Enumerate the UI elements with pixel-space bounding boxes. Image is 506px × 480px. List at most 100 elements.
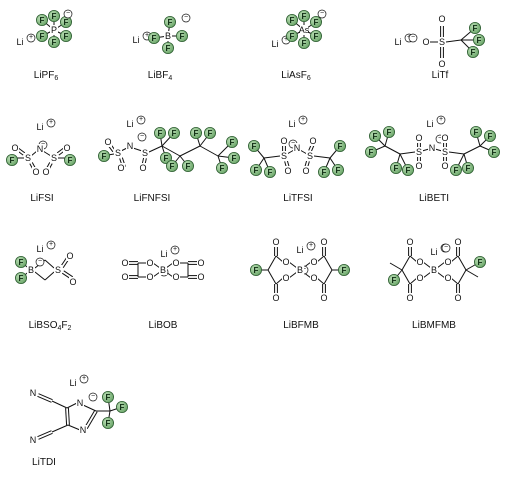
- oxygen-symbol: O: [406, 237, 413, 247]
- fluorine-symbol: F: [168, 18, 173, 27]
- atom-background: [79, 425, 87, 435]
- oxygen-symbol: O: [320, 237, 327, 247]
- fluorine-atom-ball: [247, 139, 260, 152]
- atom-background: [406, 237, 414, 247]
- negative-charge-symbol: −: [140, 133, 144, 140]
- fluorine-symbol: F: [474, 128, 479, 137]
- atom-background: [76, 398, 84, 408]
- atom-background: [24, 153, 32, 163]
- atom-background: [63, 143, 71, 153]
- positive-charge-symbol: +: [145, 32, 149, 39]
- fluorine-atom-ball: [153, 127, 166, 140]
- fluorine-atom-ball: [337, 263, 350, 276]
- bond-line: [422, 271, 432, 279]
- bond-line: [34, 271, 46, 281]
- bond-line: [450, 277, 459, 285]
- fluorine-symbol: F: [406, 166, 411, 175]
- fluorine-symbol: F: [208, 129, 213, 138]
- atom-background: [272, 293, 280, 303]
- fluorine-atom-ball: [263, 165, 276, 178]
- charge-ring: [35, 257, 45, 267]
- fluorine-symbol: F: [106, 419, 111, 428]
- sulfur-symbol: S: [55, 265, 61, 275]
- charge-ring: [88, 392, 98, 402]
- bond-line: [148, 145, 163, 153]
- bond-line: [313, 155, 331, 159]
- bond-line: [409, 277, 418, 285]
- oxygen-symbol: O: [42, 167, 49, 177]
- bond-line: [457, 269, 467, 285]
- fluorine-symbol: F: [170, 162, 175, 171]
- charge-ring: [170, 245, 180, 255]
- sulfur-symbol: S: [115, 148, 121, 158]
- bond-line: [165, 262, 174, 269]
- fluorine-atom-ball: [285, 29, 298, 42]
- bond-line: [384, 145, 401, 155]
- fluorine-symbol: F: [387, 128, 392, 137]
- oxygen-symbol: O: [121, 258, 128, 268]
- atom-background: [293, 143, 301, 153]
- bond-line: [463, 145, 481, 155]
- fluorine-atom-ball: [368, 129, 381, 142]
- sulfur-symbol: S: [142, 148, 148, 158]
- lithium-symbol: Li: [394, 37, 401, 47]
- fluorine-atom-ball: [60, 29, 73, 42]
- oxygen-symbol: O: [406, 293, 413, 303]
- fluorine-atom-ball: [181, 159, 194, 172]
- sulfur-symbol: S: [439, 37, 445, 47]
- fluorine-atom-ball: [98, 149, 111, 162]
- fluorine-atom-ball: [449, 163, 462, 176]
- atom-background: [69, 277, 77, 287]
- fluorine-atom-ball: [48, 9, 61, 22]
- bond-line: [457, 255, 467, 271]
- atom-background: [300, 25, 308, 35]
- fluorine-symbol: F: [268, 168, 273, 177]
- nitrogen-symbol: N: [294, 143, 301, 153]
- fluorine-symbol: F: [478, 258, 483, 267]
- charge-ring: [306, 241, 316, 251]
- oxygen-symbol: O: [454, 237, 461, 247]
- oxygen-symbol: O: [302, 166, 309, 176]
- bond-line: [199, 145, 219, 157]
- fluorine-atom-ball: [461, 161, 474, 174]
- lithium-symbol: Li: [36, 244, 43, 254]
- boron-symbol: B: [165, 31, 171, 41]
- oxygen-symbol: O: [284, 166, 291, 176]
- bond-line: [288, 271, 298, 279]
- oxygen-symbol: O: [139, 163, 146, 173]
- charge-ring: [441, 243, 451, 253]
- bond-line: [152, 262, 161, 269]
- compound-name-litfsi: LiTFSI: [283, 193, 312, 204]
- fluorine-atom-ball: [472, 34, 485, 47]
- charge-ring: [46, 240, 56, 250]
- atom-background: [146, 258, 154, 268]
- bond-line: [323, 255, 333, 271]
- lithium-symbol: Li: [426, 119, 433, 129]
- fluorine-symbol: F: [186, 162, 191, 171]
- fluorine-symbol: F: [254, 166, 259, 175]
- atom-background: [197, 272, 205, 282]
- atom-background: [141, 148, 149, 158]
- fluorine-atom-ball: [309, 15, 322, 28]
- oxygen-symbol: O: [309, 136, 316, 146]
- oxygen-symbol: O: [438, 14, 445, 24]
- atom-background: [280, 136, 288, 146]
- lithium-symbol: Li: [126, 119, 133, 129]
- fluorine-atom-ball: [14, 255, 27, 268]
- charge-ring: [137, 132, 147, 142]
- bond-line: [401, 269, 411, 285]
- atom-background: [310, 273, 318, 283]
- atom-background: [121, 258, 129, 268]
- oxygen-symbol: O: [282, 273, 289, 283]
- fluorine-symbol: F: [220, 164, 225, 173]
- fluorine-atom-ball: [285, 13, 298, 26]
- atom-background: [416, 257, 424, 267]
- nitrogen-symbol: N: [30, 388, 37, 398]
- nitrogen-symbol: N: [80, 425, 87, 435]
- bond-line: [267, 269, 277, 285]
- fluorine-atom-ball: [389, 161, 402, 174]
- fluorine-atom-ball: [317, 165, 330, 178]
- compound-name-libob: LiBOB: [149, 320, 178, 331]
